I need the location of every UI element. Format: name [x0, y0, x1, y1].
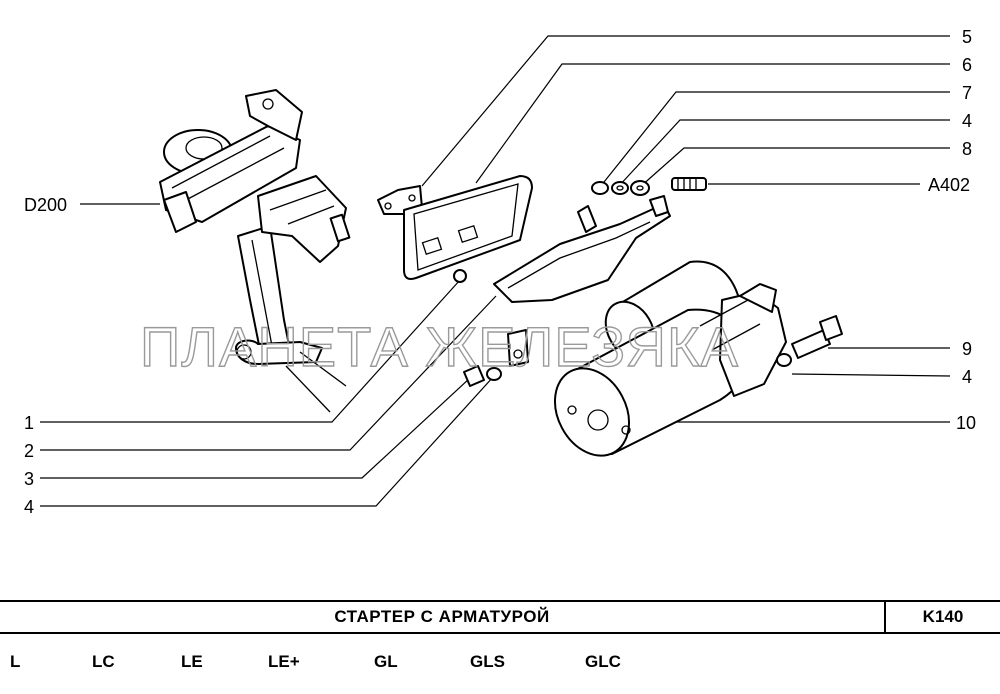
part-6-heat-shield: [403, 175, 533, 283]
variant-le-plus: LE+: [268, 652, 300, 671]
callout-2: 2: [24, 441, 34, 461]
callout-5: 5: [962, 27, 972, 47]
callout-3: 3: [24, 469, 34, 489]
bolt-and-washer-right: [776, 315, 843, 367]
callout-4-upper: 4: [962, 111, 972, 131]
callout-1: 1: [24, 413, 34, 433]
callout-6: 6: [962, 55, 972, 75]
callout-10: 10: [956, 413, 976, 433]
callout-8: 8: [962, 139, 972, 159]
variant-l: L: [10, 652, 21, 671]
page-title: СТАРТЕР С АРМАТУРОЙ: [334, 607, 550, 626]
callout-7: 7: [962, 83, 972, 103]
callout-4-lower: 4: [24, 497, 34, 517]
part-2-support-bracket: [493, 195, 671, 367]
variant-gls: GLS: [470, 652, 505, 671]
leader-lines: [40, 35, 951, 507]
variant-gl: GL: [374, 652, 398, 671]
callout-9: 9: [962, 339, 972, 359]
part-10-starter-motor: [554, 260, 787, 457]
callout-a402: A402: [928, 175, 970, 195]
parts-diagram: ПЛАНЕТА ЖЕЛЕЗЯКА 5 6 7 4 8 A402 D200 9 4…: [24, 27, 976, 517]
title-divider: [884, 602, 886, 632]
callout-labels: 5 6 7 4 8 A402 D200 9 4 10 1 2 3 4: [24, 27, 976, 517]
callout-d200: D200: [24, 195, 67, 215]
title-bar: СТАРТЕР С АРМАТУРОЙ K140: [0, 600, 1000, 634]
callout-4-right: 4: [962, 367, 972, 387]
mounting-bracket-assembly: [159, 89, 351, 413]
washers-and-stud: [591, 177, 707, 196]
variant-le: LE: [181, 652, 203, 671]
bolt-and-washer-left: [463, 365, 502, 387]
model-variants: L LC LE LE+ GL GLS GLC: [0, 634, 1000, 694]
variant-lc: LC: [92, 652, 115, 671]
section-code: K140: [922, 607, 964, 626]
variant-glc: GLC: [585, 652, 621, 671]
watermark: ПЛАНЕТА ЖЕЛЕЗЯКА: [140, 315, 739, 378]
